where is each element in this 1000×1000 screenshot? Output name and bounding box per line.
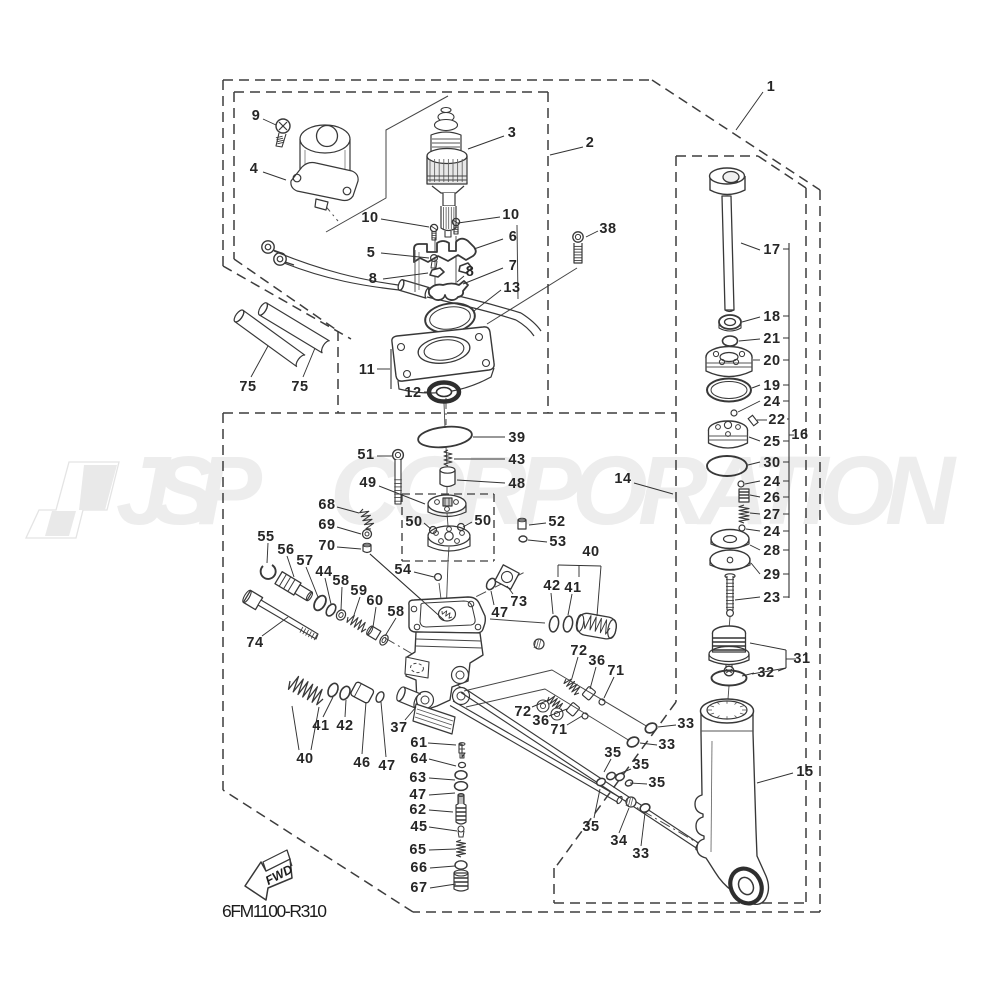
svg-text:37: 37 (390, 720, 407, 736)
svg-text:61: 61 (410, 735, 427, 751)
svg-text:4: 4 (250, 161, 259, 177)
svg-text:40: 40 (296, 751, 313, 767)
svg-text:19: 19 (763, 378, 780, 394)
svg-text:29: 29 (763, 567, 780, 583)
svg-text:71: 71 (607, 663, 624, 679)
svg-text:60: 60 (366, 593, 383, 609)
svg-text:44: 44 (315, 564, 332, 580)
svg-text:CORPORATION: CORPORATION (330, 436, 957, 545)
svg-text:5: 5 (367, 245, 376, 261)
svg-text:47: 47 (378, 758, 395, 774)
svg-text:33: 33 (632, 846, 649, 862)
svg-text:24: 24 (763, 524, 780, 540)
svg-text:26: 26 (763, 490, 780, 506)
svg-text:75: 75 (239, 379, 256, 395)
svg-text:14: 14 (614, 471, 631, 487)
svg-text:52: 52 (548, 514, 565, 530)
svg-text:8: 8 (466, 264, 475, 280)
svg-text:53: 53 (549, 534, 566, 550)
svg-text:49: 49 (359, 475, 376, 491)
svg-text:43: 43 (508, 452, 525, 468)
svg-text:45: 45 (410, 819, 427, 835)
svg-text:1: 1 (767, 79, 776, 95)
svg-text:3: 3 (508, 125, 517, 141)
svg-text:10: 10 (361, 210, 378, 226)
svg-text:28: 28 (763, 543, 780, 559)
svg-text:JSP: JSP (116, 436, 262, 545)
svg-text:47: 47 (409, 787, 426, 803)
svg-text:35: 35 (582, 819, 599, 835)
svg-text:42: 42 (336, 718, 353, 734)
svg-text:20: 20 (763, 353, 780, 369)
svg-text:56: 56 (277, 542, 294, 558)
svg-text:17: 17 (763, 242, 780, 258)
svg-text:25: 25 (763, 434, 780, 450)
svg-text:23: 23 (763, 590, 780, 606)
svg-text:24: 24 (763, 394, 780, 410)
svg-text:22: 22 (768, 412, 785, 428)
svg-text:41: 41 (312, 718, 329, 734)
svg-text:10: 10 (502, 207, 519, 223)
svg-text:38: 38 (599, 221, 616, 237)
svg-text:50: 50 (474, 513, 491, 529)
svg-text:24: 24 (763, 474, 780, 490)
svg-text:63: 63 (409, 770, 426, 786)
svg-text:59: 59 (350, 583, 367, 599)
svg-text:42: 42 (543, 578, 560, 594)
svg-text:9: 9 (252, 108, 261, 124)
svg-text:35: 35 (632, 757, 649, 773)
svg-text:7: 7 (509, 258, 518, 274)
svg-text:72: 72 (514, 704, 531, 720)
svg-text:58: 58 (332, 573, 349, 589)
svg-text:12: 12 (404, 385, 421, 401)
svg-text:68: 68 (318, 497, 335, 513)
svg-text:40: 40 (582, 544, 599, 560)
svg-text:36: 36 (532, 713, 549, 729)
svg-text:74: 74 (246, 635, 263, 651)
svg-text:31: 31 (793, 651, 810, 667)
svg-text:51: 51 (357, 447, 374, 463)
svg-text:30: 30 (763, 455, 780, 471)
svg-text:18: 18 (763, 309, 780, 325)
svg-text:33: 33 (658, 737, 675, 753)
svg-text:72: 72 (570, 643, 587, 659)
svg-text:16: 16 (791, 427, 808, 443)
svg-text:70: 70 (318, 538, 335, 554)
svg-text:67: 67 (410, 880, 427, 896)
svg-text:27: 27 (763, 507, 780, 523)
svg-text:15: 15 (796, 764, 813, 780)
svg-text:2: 2 (586, 135, 595, 151)
svg-text:64: 64 (410, 751, 427, 767)
svg-text:34: 34 (610, 833, 627, 849)
svg-text:48: 48 (508, 476, 525, 492)
svg-text:47: 47 (491, 605, 508, 621)
svg-text:50: 50 (405, 514, 422, 530)
svg-text:39: 39 (508, 430, 525, 446)
svg-text:54: 54 (394, 562, 411, 578)
svg-text:36: 36 (588, 653, 605, 669)
svg-text:57: 57 (296, 553, 313, 569)
svg-text:46: 46 (353, 755, 370, 771)
svg-text:62: 62 (409, 802, 426, 818)
svg-text:35: 35 (604, 745, 621, 761)
svg-text:41: 41 (564, 580, 581, 596)
svg-text:33: 33 (677, 716, 694, 732)
svg-text:75: 75 (291, 379, 308, 395)
svg-text:32: 32 (757, 665, 774, 681)
svg-text:8: 8 (369, 271, 378, 287)
svg-text:55: 55 (257, 529, 274, 545)
svg-text:21: 21 (763, 331, 780, 347)
svg-text:69: 69 (318, 517, 335, 533)
svg-text:58: 58 (387, 604, 404, 620)
svg-text:6FM1100-R310: 6FM1100-R310 (222, 901, 327, 921)
svg-text:65: 65 (409, 842, 426, 858)
svg-text:66: 66 (410, 860, 427, 876)
svg-text:13: 13 (503, 280, 520, 296)
svg-text:6: 6 (509, 229, 518, 245)
svg-text:11: 11 (359, 362, 375, 378)
svg-text:71: 71 (550, 722, 567, 738)
svg-text:73: 73 (510, 594, 527, 610)
svg-text:35: 35 (648, 775, 665, 791)
